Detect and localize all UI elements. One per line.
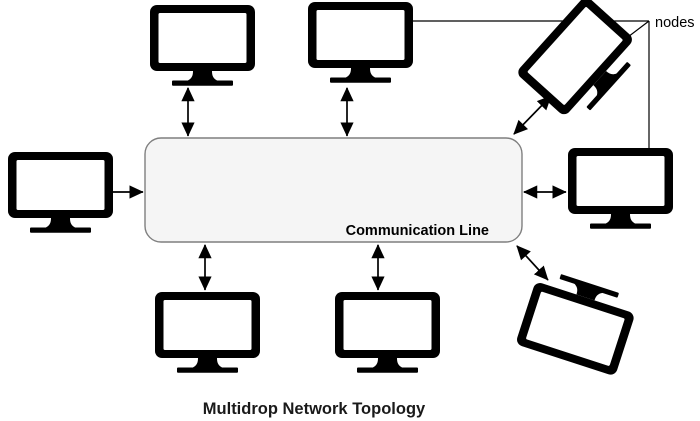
node-top-middle[interactable]	[308, 2, 413, 83]
node-top-right[interactable]	[515, 0, 646, 127]
node-bottom-right[interactable]	[515, 267, 640, 377]
node-bottom-left[interactable]	[155, 292, 260, 373]
node-left[interactable]	[8, 152, 113, 233]
communication-line-rect	[144, 137, 523, 243]
diagram-title: Multidrop Network Topology	[203, 400, 426, 418]
communication-line-bus: Communication Line	[144, 137, 523, 243]
node-top-left[interactable]	[150, 5, 255, 86]
node-bottom-middle[interactable]	[335, 292, 440, 373]
link-top-right	[513, 95, 552, 135]
communication-line-label: Communication Line	[346, 223, 489, 239]
node-right[interactable]	[568, 148, 673, 229]
nodes-label: nodes	[655, 15, 695, 31]
link-bottom-right	[516, 245, 549, 281]
